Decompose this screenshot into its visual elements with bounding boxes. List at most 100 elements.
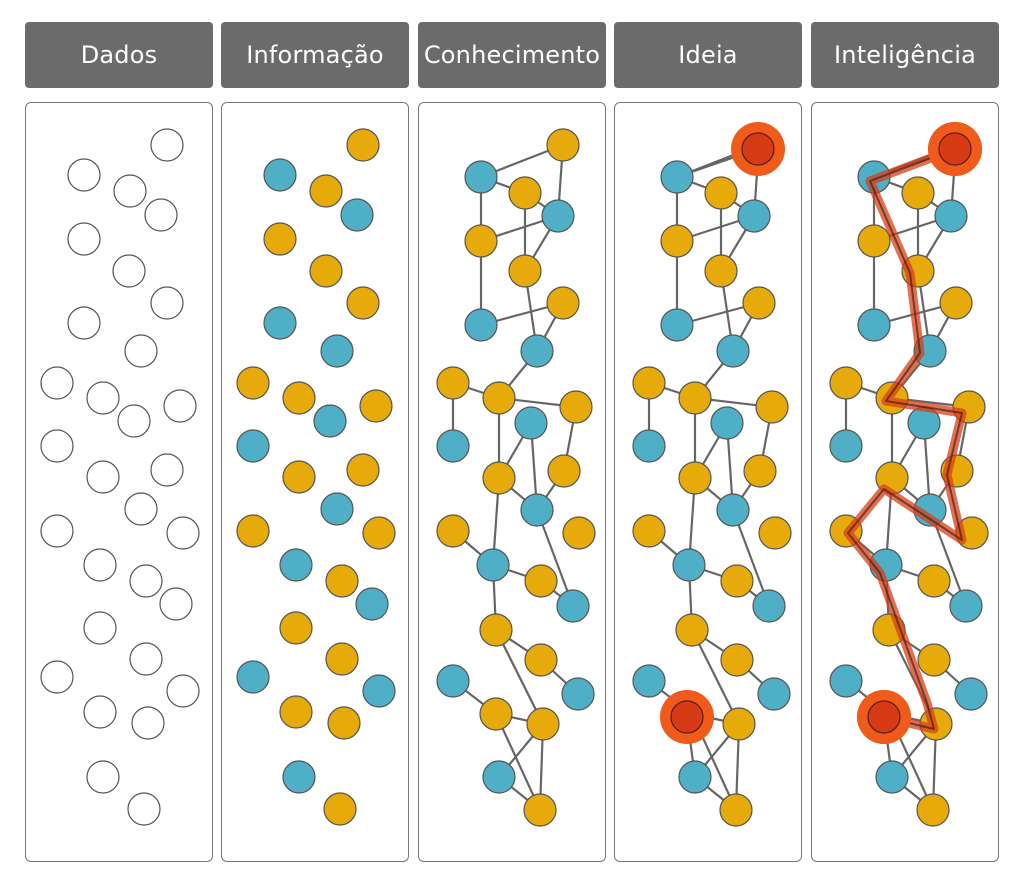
knowledge-node-yellow	[547, 454, 581, 488]
knowledge-node-blue	[541, 199, 575, 233]
knowledge-node-yellow	[508, 176, 542, 210]
knowledge-node-yellow	[526, 707, 560, 741]
idea-node-yellow	[720, 643, 754, 677]
info-node-yellow	[236, 514, 270, 548]
intelligence-node-yellow	[829, 366, 863, 400]
knowledge-node-yellow	[436, 366, 470, 400]
highlight-node	[867, 700, 901, 734]
data-node	[127, 792, 161, 826]
info-node-blue	[355, 587, 389, 621]
data-node	[83, 548, 117, 582]
idea-node-yellow	[720, 564, 754, 598]
intelligence-node-yellow	[939, 286, 973, 320]
knowledge-node-blue	[436, 429, 470, 463]
knowledge-node-yellow	[546, 128, 580, 162]
info-node-yellow	[323, 792, 357, 826]
stage-panel-informacao	[221, 102, 409, 862]
intelligence-node-yellow	[917, 643, 951, 677]
idea-node-blue	[716, 493, 750, 527]
intelligence-node-blue	[857, 308, 891, 342]
idea-node-blue	[737, 199, 771, 233]
idea-node-yellow	[632, 514, 666, 548]
data-node	[113, 174, 147, 208]
knowledge-node-blue	[464, 160, 498, 194]
knowledge-node-yellow	[559, 390, 593, 424]
data-node	[159, 587, 193, 621]
info-node-blue	[313, 404, 347, 438]
knowledge-node-blue	[476, 548, 510, 582]
idea-node-yellow	[758, 516, 792, 550]
info-node-yellow	[263, 222, 297, 256]
info-node-blue	[340, 198, 374, 232]
data-node	[150, 286, 184, 320]
knowledge-node-yellow	[524, 643, 558, 677]
knowledge-node-blue	[520, 493, 554, 527]
idea-node-yellow	[743, 454, 777, 488]
intelligence-node-blue	[829, 664, 863, 698]
idea-node-blue	[757, 677, 791, 711]
info-node-blue	[263, 158, 297, 192]
knowledge-node-yellow	[464, 224, 498, 258]
data-node	[166, 516, 200, 550]
idea-node-yellow	[660, 224, 694, 258]
idea-node-yellow	[678, 461, 712, 495]
data-node	[131, 706, 165, 740]
info-node-yellow	[325, 642, 359, 676]
stage-header-conhecimento: Conhecimento	[418, 22, 606, 88]
info-node-blue	[263, 306, 297, 340]
idea-node-yellow	[675, 613, 709, 647]
graph-edge	[495, 629, 544, 725]
idea-node-blue	[660, 308, 694, 342]
idea-node-yellow	[632, 366, 666, 400]
info-node-blue	[236, 429, 270, 463]
data-node	[83, 611, 117, 645]
intelligence-node-blue	[875, 760, 909, 794]
knowledge-node-blue	[464, 308, 498, 342]
idea-node-blue	[710, 406, 744, 440]
idea-node-blue	[678, 760, 712, 794]
info-node-yellow	[325, 564, 359, 598]
inteligencia-diagram	[829, 122, 989, 827]
data-node	[40, 514, 74, 548]
data-node	[150, 128, 184, 162]
knowledge-node-blue	[514, 406, 548, 440]
info-node-yellow	[236, 366, 270, 400]
graph-edge	[535, 509, 575, 607]
info-node-yellow	[346, 286, 380, 320]
idea-node-yellow	[722, 707, 756, 741]
data-node	[40, 366, 74, 400]
info-node-yellow	[327, 706, 361, 740]
intelligence-node-blue	[829, 429, 863, 463]
data-node	[86, 460, 120, 494]
conhecimento-diagram	[436, 128, 596, 827]
info-node-yellow	[282, 381, 316, 415]
stage-header-informacao: Informação	[221, 22, 409, 88]
stage-panel-conhecimento	[418, 102, 606, 862]
idea-node-blue	[632, 664, 666, 698]
highlight-node	[670, 700, 704, 734]
intelligence-node-yellow	[901, 176, 935, 210]
idea-node-blue	[752, 589, 786, 623]
knowledge-node-yellow	[479, 613, 513, 647]
intelligence-node-yellow	[857, 224, 891, 258]
stage-panel-dados	[25, 102, 213, 862]
ideia-diagram	[632, 122, 792, 827]
info-node-blue	[362, 674, 396, 708]
info-node-blue	[320, 492, 354, 526]
data-node	[150, 453, 184, 487]
idea-node-yellow	[755, 390, 789, 424]
data-node	[163, 389, 197, 423]
data-node	[124, 334, 158, 368]
data-node	[129, 564, 163, 598]
stage-panel-inteligencia	[811, 102, 999, 862]
info-node-yellow	[282, 460, 316, 494]
info-node-yellow	[279, 611, 313, 645]
stage-label: Ideia	[678, 41, 738, 69]
data-node	[67, 158, 101, 192]
solution-path-core	[847, 148, 963, 730]
idea-node-yellow	[719, 793, 753, 827]
informacao-diagram	[236, 128, 396, 826]
knowledge-node-yellow	[562, 516, 596, 550]
info-node-yellow	[359, 389, 393, 423]
knowledge-node-yellow	[482, 461, 516, 495]
